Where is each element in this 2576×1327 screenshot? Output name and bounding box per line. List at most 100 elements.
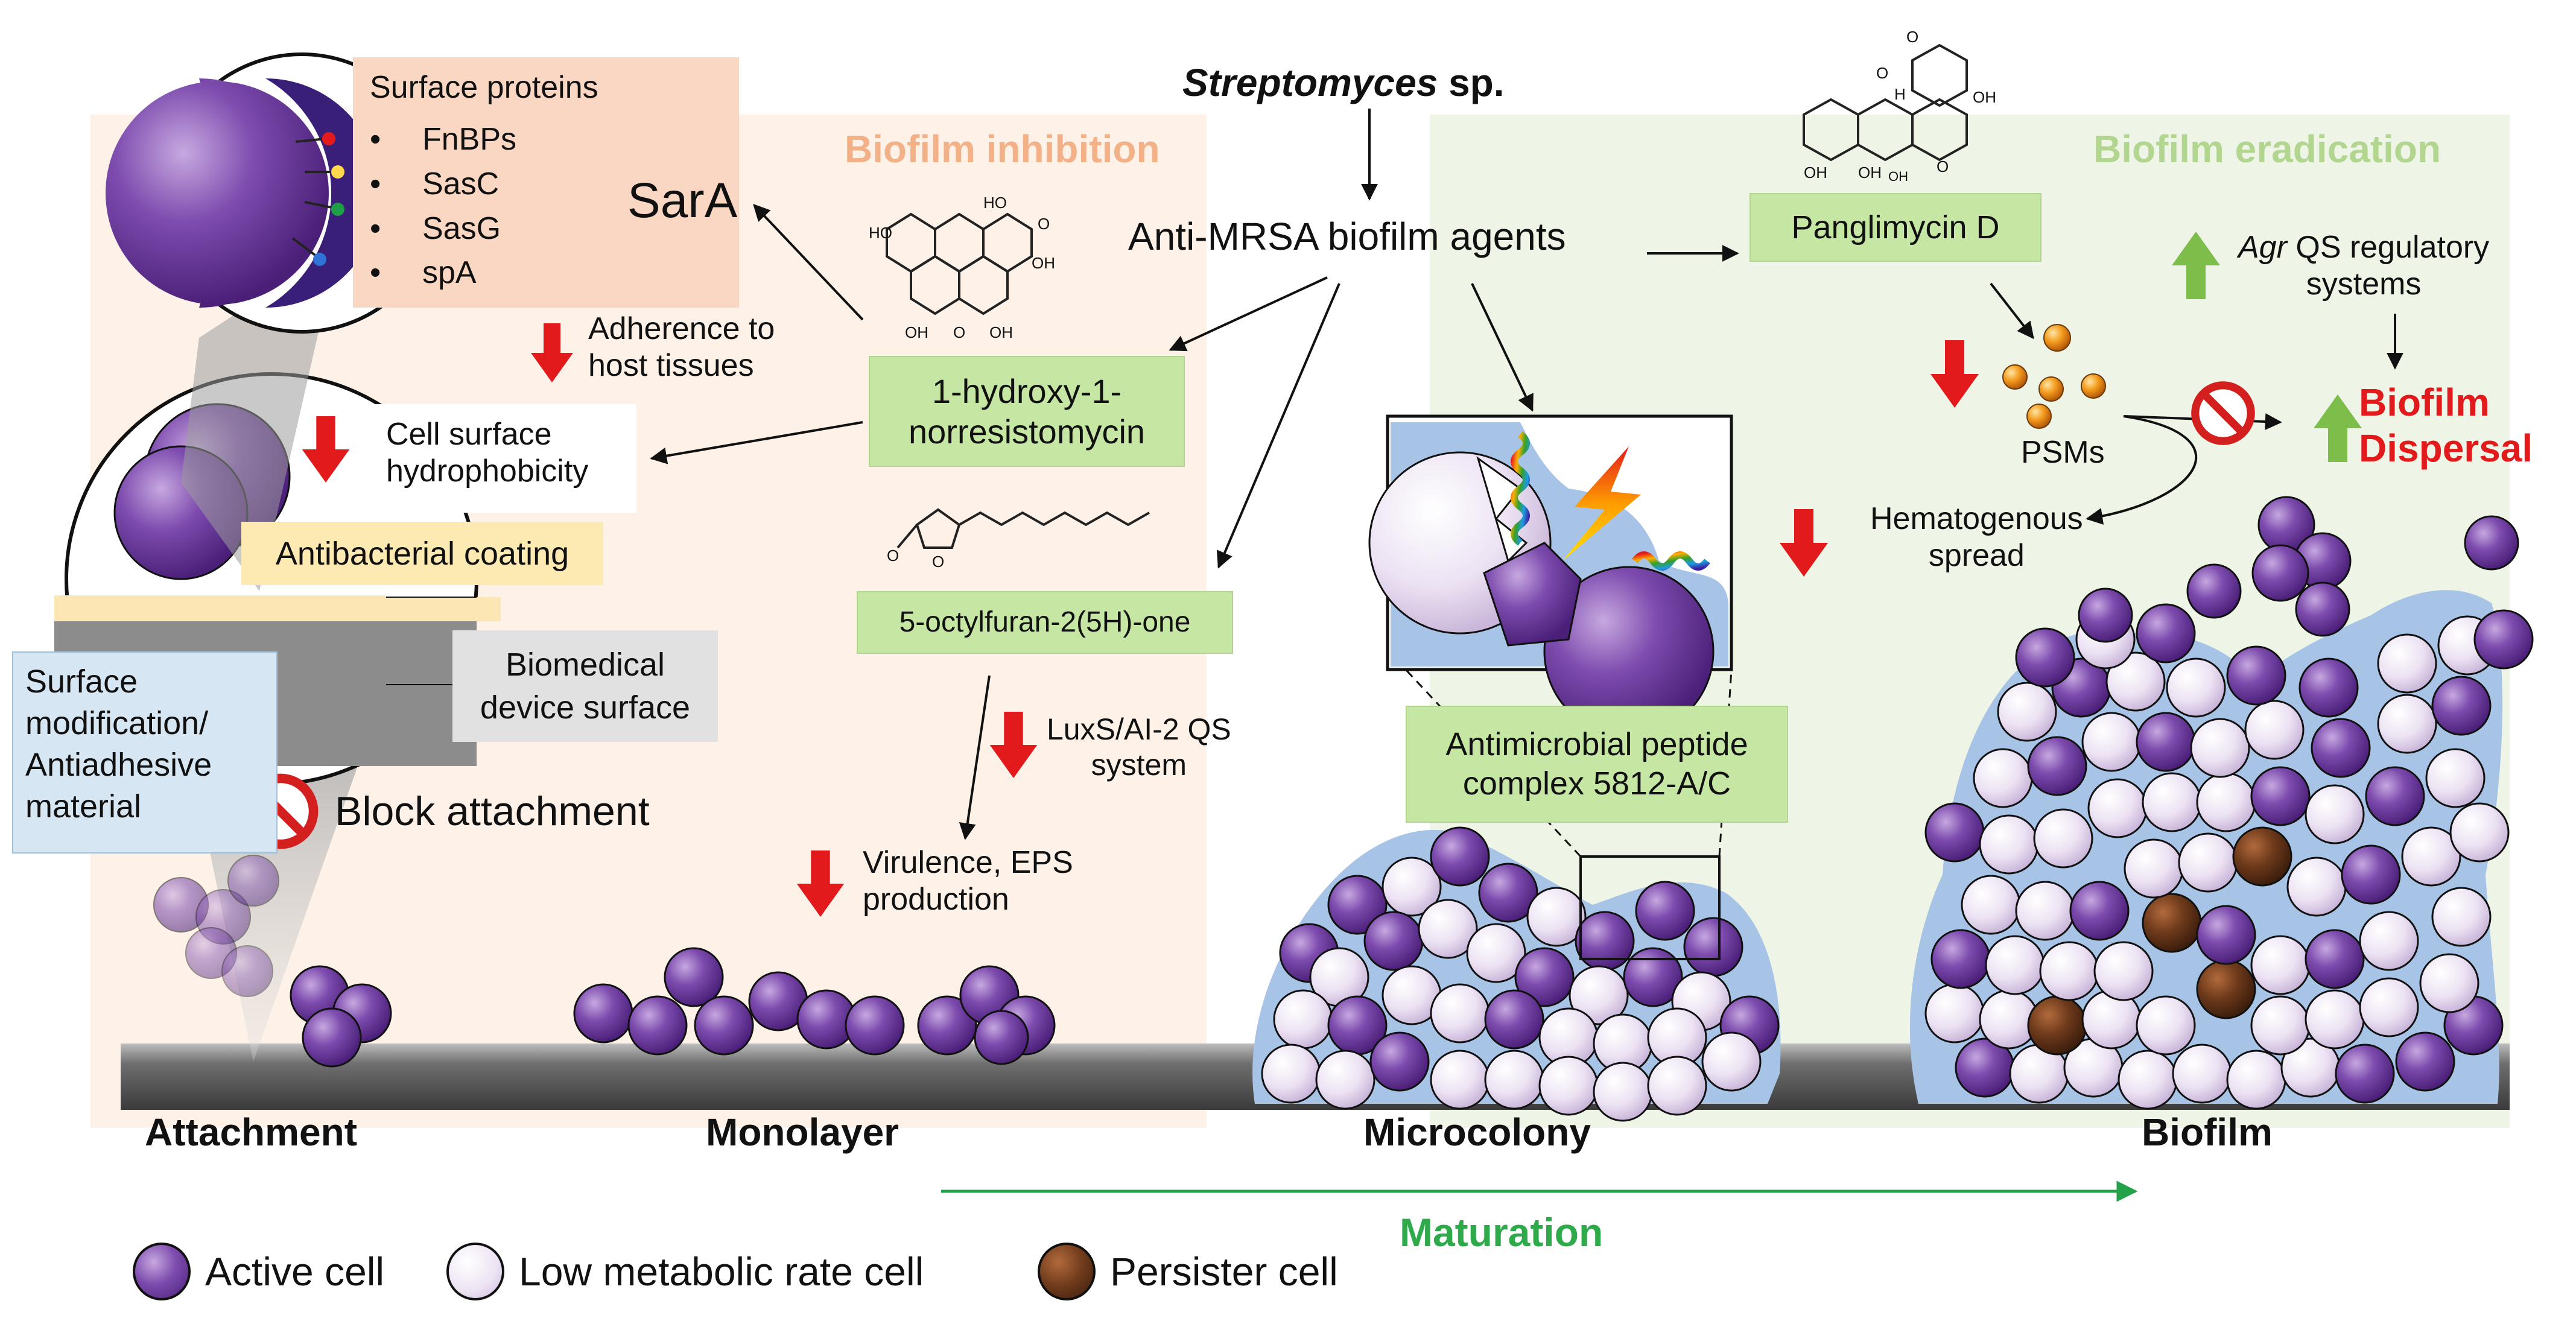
maturation-label: Maturation	[1400, 1210, 1604, 1255]
agents-label: Anti-MRSA biofilm agents	[1128, 215, 1566, 258]
dispersal-label: Biofilm Dispersal	[2359, 381, 2533, 470]
persister-cell	[2027, 995, 2087, 1056]
active-cell	[2395, 1031, 2455, 1092]
octylfuranone-box: 5-octylfuran-2(5H)-one	[857, 591, 1233, 654]
low-metabolic-cell	[2226, 1050, 2286, 1110]
active-cell	[1930, 929, 1991, 989]
surface-proteins-title: Surface proteins	[370, 70, 598, 105]
low-metabolic-cell	[1973, 748, 2033, 808]
hematogenous-label: Hematogenous spread	[1870, 501, 2083, 574]
virulence-down-arrow	[796, 850, 845, 917]
surface-protein-bullets: • • • •	[370, 122, 381, 291]
biofilm-cells	[1924, 603, 2534, 1110]
active-cell	[2335, 1044, 2395, 1104]
norresistomycin-box: 1-hydroxy-1- norresistomycin	[869, 356, 1185, 467]
panglimycin-structure: O H O OH OH OH OH O	[1803, 28, 1996, 184]
surface-proteins-box: Surface proteins • • • • FnBPs SasC SasG…	[353, 57, 739, 308]
svg-text:OH: OH	[1888, 169, 1908, 184]
low-metabolic-cell	[1961, 875, 2021, 935]
peptide-box: Antimicrobial peptide complex 5812-A/C	[1406, 706, 1788, 823]
low-metabolic-cell	[2401, 826, 2461, 887]
low-metabolic-cell	[2377, 633, 2437, 694]
svg-text:OH: OH	[1804, 163, 1827, 182]
persister-cell	[2232, 826, 2292, 887]
dispersal-block-icon	[2195, 385, 2251, 441]
psm-down-arrow	[1930, 340, 1979, 408]
active-cell-swatch	[133, 1243, 191, 1300]
svg-text:HO: HO	[983, 194, 1007, 212]
active-cell	[2027, 736, 2087, 796]
block-attachment-label: Block attachment	[335, 788, 650, 834]
dispersed-cells	[2078, 496, 2519, 643]
low-metabolic-cell	[1924, 983, 1985, 1044]
low-metabolic-cell	[2093, 941, 2154, 1001]
svg-text:O: O	[932, 553, 944, 571]
psm-particles	[2002, 324, 2106, 429]
low-metabolic-cell	[2425, 748, 2486, 808]
peptide-zoom-box	[1368, 414, 1733, 737]
low-metabolic-cell	[2359, 911, 2419, 971]
active-cell	[2015, 627, 2075, 688]
hydrophobicity-label: Cell surface hydrophobicity	[386, 417, 589, 489]
organism-title: Streptomyces sp.	[1182, 61, 1505, 104]
octylfuranone-structure: O O	[887, 508, 1150, 571]
low-cell-swatch	[446, 1243, 504, 1300]
svg-text:O: O	[953, 323, 965, 341]
dispersal-up-arrow	[2314, 394, 2362, 462]
svg-text:OH: OH	[989, 323, 1013, 341]
low-metabolic-cell	[2178, 832, 2238, 893]
luxs-down-arrow	[989, 712, 1038, 778]
active-cell	[2311, 718, 2371, 778]
low-metabolic-cell	[2033, 808, 2093, 869]
active-cell	[2196, 905, 2256, 965]
svg-text:O: O	[887, 546, 899, 565]
low-metabolic-cell	[2081, 712, 2142, 772]
virulence-label: Virulence, EPS production	[863, 845, 1073, 917]
svg-text:O: O	[1876, 64, 1888, 82]
svg-text:OH: OH	[1858, 163, 1882, 182]
stage-attachment: Attachment	[145, 1110, 358, 1154]
active-cell	[2305, 929, 2365, 989]
svg-text:O: O	[1937, 157, 1949, 176]
low-metabolic-cell	[2166, 657, 2226, 718]
low-metabolic-cell	[2305, 784, 2365, 844]
low-metabolic-cell	[2087, 778, 2148, 838]
eradication-title: Biofilm eradication	[2093, 127, 2441, 171]
active-cell	[2136, 712, 2196, 772]
coating-label: Antibacterial coating	[241, 522, 603, 585]
inhibition-title: Biofilm inhibition	[845, 127, 1160, 171]
flow-arrows	[650, 109, 2403, 840]
luxs-label: LuxS/AI-2 QS system	[1047, 712, 1231, 782]
active-cell	[2431, 676, 2492, 736]
stage-monolayer: Monolayer	[706, 1110, 899, 1154]
active-cell	[2341, 844, 2401, 905]
low-metabolic-cell	[2286, 857, 2347, 917]
svg-text:HO: HO	[869, 224, 892, 242]
panglimycin-box: Panglimycin D	[1750, 193, 2041, 262]
surface-protein-pins	[291, 132, 344, 266]
low-metabolic-cell	[2359, 977, 2419, 1037]
active-cell	[2473, 609, 2534, 670]
hematogenous-down-arrow	[1780, 509, 1828, 577]
low-metabolic-cell	[2015, 881, 2075, 941]
svg-text:OH: OH	[1973, 88, 1996, 106]
surface-protein-list: FnBPs SasC SasG spA	[422, 122, 517, 291]
low-metabolic-cell	[1985, 935, 2045, 995]
low-metabolic-cell	[2250, 935, 2311, 995]
surface-modification-box: Surface modification/ Antiadhesive mater…	[12, 651, 278, 854]
low-metabolic-cell	[1979, 814, 2039, 875]
low-metabolic-cell	[2419, 953, 2479, 1013]
stage-biofilm: Biofilm	[2142, 1110, 2273, 1154]
low-metabolic-cell	[2136, 995, 2196, 1056]
low-metabolic-cell	[1997, 682, 2057, 742]
svg-text:OH: OH	[1032, 254, 1055, 272]
low-metabolic-cell	[2250, 995, 2311, 1056]
low-metabolic-cell	[2105, 651, 2166, 712]
low-metabolic-cell	[2449, 802, 2510, 863]
agr-label: Agr QS regulatory systems	[2238, 230, 2490, 302]
agr-up-arrow	[2172, 232, 2220, 299]
low-metabolic-cell	[2172, 1044, 2232, 1104]
monolayer-cells	[573, 947, 1056, 1065]
active-cell	[1924, 802, 1985, 863]
psm-label: PSMs	[2021, 435, 2105, 470]
